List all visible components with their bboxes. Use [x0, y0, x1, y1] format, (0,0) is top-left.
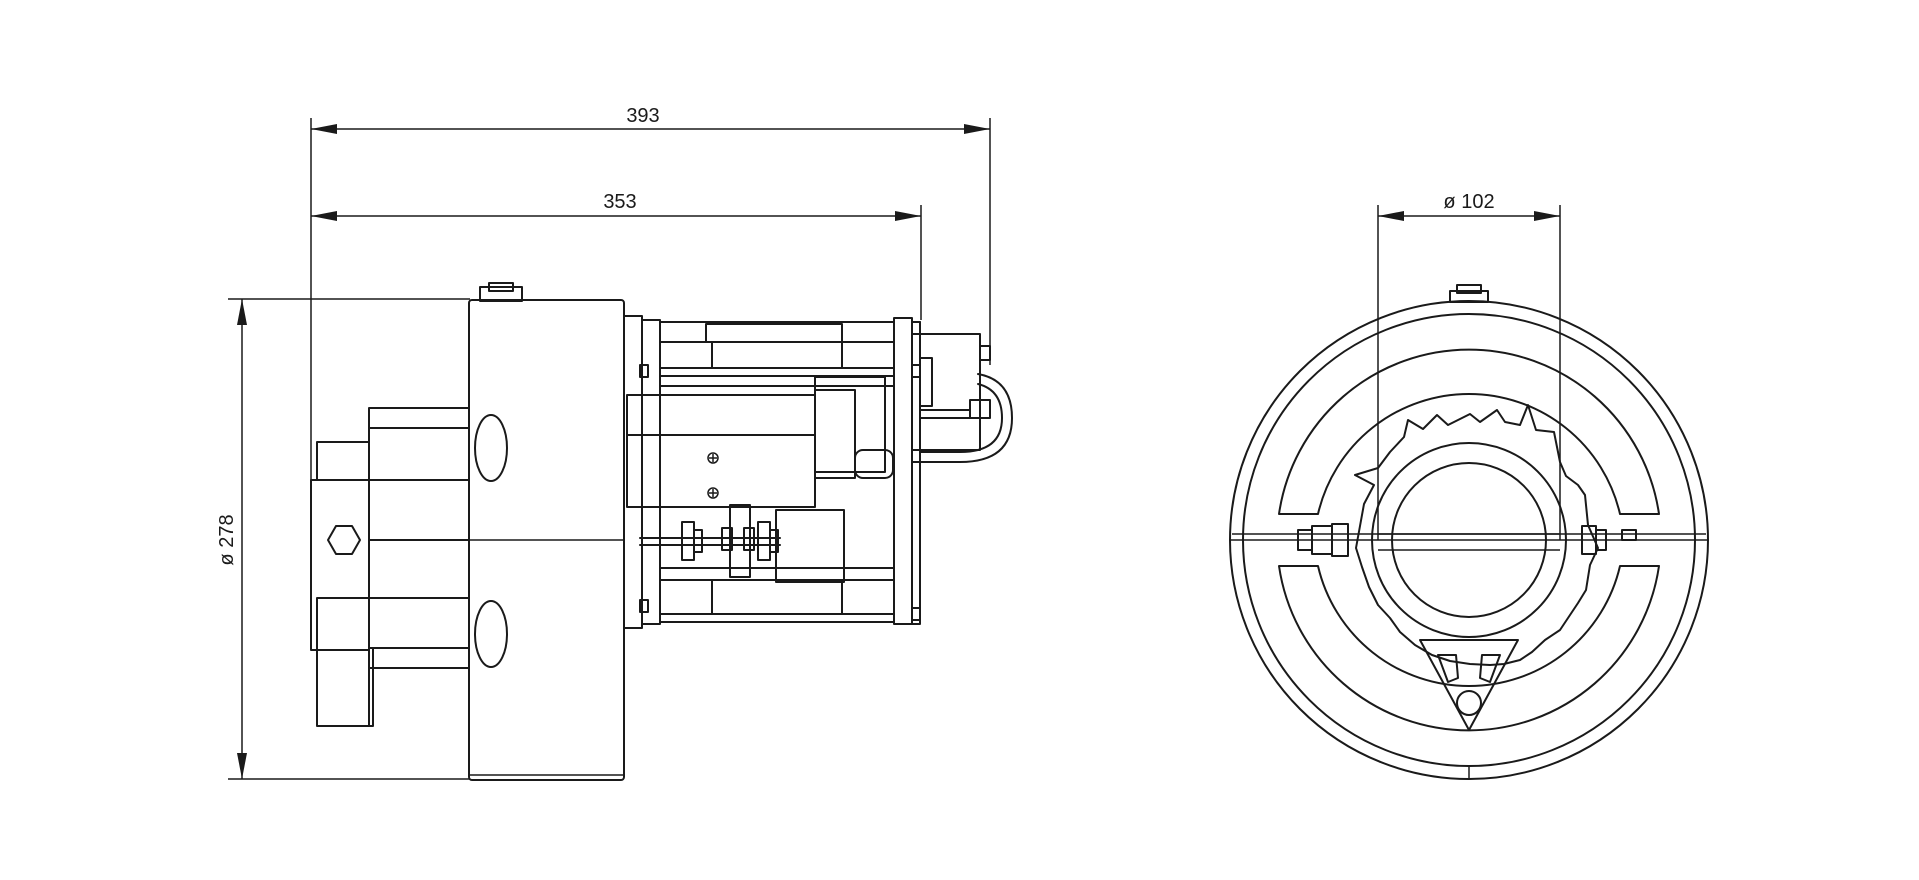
- dimension-diameter: ø 278: [216, 298, 470, 780]
- dimension-label-353: 353: [603, 191, 636, 213]
- side-view: 393 353 ø 278: [216, 105, 1013, 781]
- dimension-body-length: 353: [311, 191, 922, 320]
- hub-assembly: [310, 407, 470, 727]
- dimension-label-diameter-102: ø 102: [1443, 191, 1494, 213]
- dimension-bore: ø 102: [1377, 191, 1561, 540]
- rotor-body: [468, 282, 625, 781]
- drive-mechanism: [623, 315, 1013, 629]
- impeller-blades: [1354, 404, 1599, 666]
- front-view: ø 102: [1229, 191, 1709, 780]
- dimension-label-393: 393: [626, 105, 659, 127]
- dimension-overall-length: 393: [310, 105, 991, 640]
- hex-nut-icon: [327, 525, 361, 555]
- dimension-label-diameter-278: ø 278: [216, 514, 238, 565]
